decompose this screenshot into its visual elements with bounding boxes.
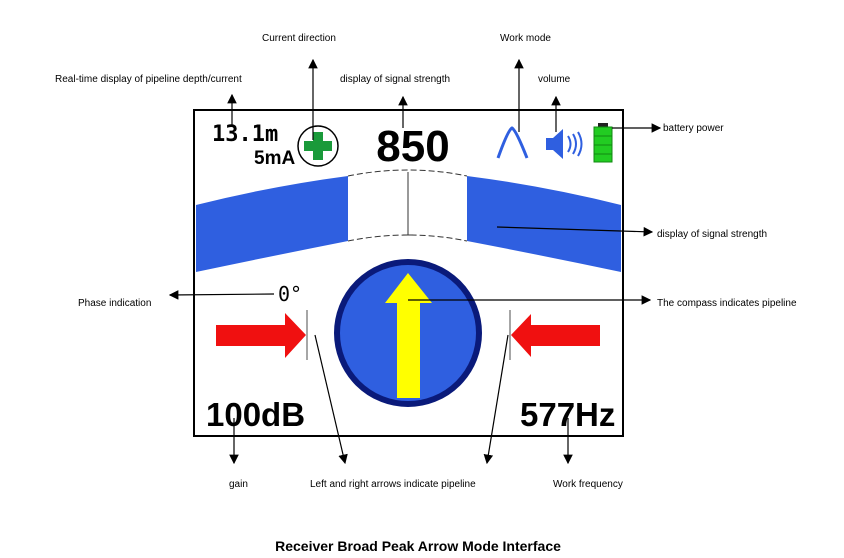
annotation-leaders [168, 58, 662, 465]
current-readout: 5mA [254, 148, 295, 169]
broad-peak-mode-icon [496, 126, 529, 159]
signal-bar-left [196, 176, 348, 272]
speaker-volume-icon [546, 129, 583, 159]
compass [334, 259, 482, 407]
signal-bar-right [467, 176, 621, 272]
label-work-frequency: Work frequency [553, 479, 623, 490]
label-lr-arrows: Left and right arrows indicate pipeline [310, 479, 476, 490]
label-volume: volume [538, 74, 571, 85]
label-depth-current: Real-time display of pipeline depth/curr… [55, 74, 242, 85]
current-direction-plus-icon [297, 125, 339, 167]
battery-icon [593, 123, 613, 163]
label-compass: The compass indicates pipeline [657, 298, 797, 309]
label-phase: Phase indication [78, 298, 151, 309]
signal-strength-bar [196, 169, 621, 272]
phase-readout: 0° [278, 282, 302, 306]
signal-strength-value: 850 [376, 122, 449, 171]
right-pipeline-arrow-icon [509, 310, 600, 360]
left-pipeline-arrow-icon [216, 310, 308, 360]
label-gain: gain [229, 479, 248, 490]
label-current-direction: Current direction [262, 33, 336, 44]
depth-readout: 13.1m [212, 122, 278, 147]
gain-readout: 100dB [206, 396, 305, 433]
label-signal-strength-bar: display of signal strength [657, 229, 767, 240]
label-battery: battery power [663, 123, 724, 134]
label-work-mode: Work mode [500, 33, 551, 44]
signal-arc-top [347, 169, 468, 177]
signal-arc-bottom [347, 234, 468, 242]
pipeline-direction-arrow-icon [385, 273, 432, 398]
figure-caption: Receiver Broad Peak Arrow Mode Interface [275, 538, 561, 554]
label-signal-strength-top: display of signal strength [340, 74, 450, 85]
